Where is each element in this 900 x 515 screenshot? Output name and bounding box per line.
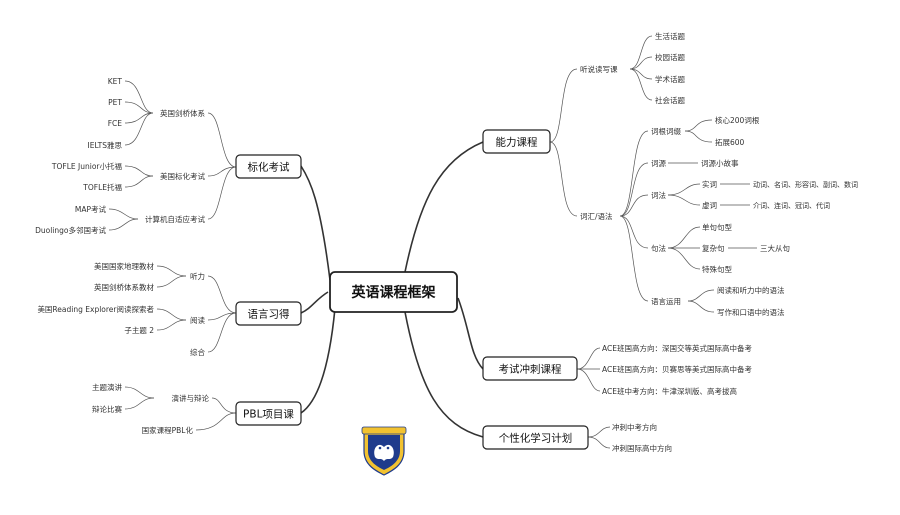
main-edges <box>300 141 484 438</box>
node-uk-cambridge[interactable]: 英国剑桥体系 <box>160 108 205 118</box>
leaf-item[interactable]: 单句句型 <box>702 222 732 232</box>
leaf-item[interactable]: 学术话题 <box>655 74 685 84</box>
leaf-item[interactable]: 生活话题 <box>655 31 685 41</box>
node-language-use[interactable]: 语言运用 <box>651 296 681 306</box>
leaf-item[interactable]: ACE班国高方向：深国交等英式国际高中备考 <box>602 343 752 353</box>
leaf-item[interactable]: 冲刺中考方向 <box>612 422 657 432</box>
leaf-item[interactable]: 三大从句 <box>760 243 790 253</box>
leaf-item[interactable]: 写作和口语中的语法 <box>717 307 785 317</box>
leaf-item[interactable]: 拓展600 <box>715 137 745 147</box>
leaf-item[interactable]: 冲刺国际高中方向 <box>612 443 672 453</box>
node-label: 考试冲刺课程 <box>499 363 562 376</box>
node-vocab-grammar[interactable]: 词汇/语法 <box>580 211 613 221</box>
node-language-acquisition[interactable]: 语言习得 <box>235 301 302 326</box>
leaf-item[interactable]: 美国国家地理教材 <box>94 261 154 271</box>
node-pbl-course[interactable]: PBL项目课 <box>235 401 302 426</box>
node-comprehensive[interactable]: 综合 <box>190 347 205 357</box>
node-label: 标化考试 <box>248 161 290 174</box>
node-label: PBL项目课 <box>243 409 294 421</box>
node-label: 个性化学习计划 <box>499 432 573 445</box>
center-node[interactable]: 英语课程框架 <box>329 271 458 313</box>
node-personal-plan[interactable]: 个性化学习计划 <box>482 425 589 450</box>
node-adaptive-tests[interactable]: 计算机自适应考试 <box>145 214 205 224</box>
node-morphology[interactable]: 词法 <box>651 190 666 200</box>
leaf-item[interactable]: 社会话题 <box>655 95 685 105</box>
leaf-item[interactable]: Duolingo多邻国考试 <box>35 225 106 235</box>
left-edges <box>108 80 237 431</box>
leaf-item[interactable]: 词源小故事 <box>701 158 739 168</box>
leaf-item[interactable]: PET <box>108 98 122 107</box>
node-etymology[interactable]: 词源 <box>651 159 666 168</box>
leaf-item[interactable]: FCE <box>108 119 123 128</box>
node-national-pbl[interactable]: 国家课程PBL化 <box>142 425 194 435</box>
node-label: 能力课程 <box>496 136 538 149</box>
leaf-item[interactable]: 主题演讲 <box>92 382 122 392</box>
school-crest-icon <box>361 426 407 476</box>
leaf-item[interactable]: 阅读和听力中的语法 <box>717 285 785 295</box>
left-labels: 英国剑桥体系 美国标化考试 计算机自适应考试 KET PET FCE IELTS… <box>35 77 209 435</box>
node-content-words[interactable]: 实词 <box>702 179 717 189</box>
node-ability-courses[interactable]: 能力课程 <box>482 129 551 154</box>
leaf-item[interactable]: 校园话题 <box>655 52 685 62</box>
node-reading[interactable]: 阅读 <box>190 315 205 325</box>
right-labels: 听说读写课 词汇/语法 生活话题 校园话题 学术话题 社会话题 词根词缀 词源 … <box>580 31 858 453</box>
node-us-standardized[interactable]: 美国标化考试 <box>160 171 205 181</box>
node-function-words[interactable]: 虚词 <box>702 200 717 210</box>
right-edges <box>549 35 757 449</box>
leaf-item[interactable]: 美国Reading Explorer阅读探索者 <box>37 304 154 314</box>
leaf-item[interactable]: 动词、名词、形容词、副词、数词 <box>753 180 858 189</box>
leaf-item[interactable]: ACE班国高方向：贝赛思等美式国际高中备考 <box>602 364 752 374</box>
node-syntax[interactable]: 句法 <box>651 243 666 253</box>
leaf-item[interactable]: 特殊句型 <box>702 264 732 274</box>
node-roots-affixes[interactable]: 词根词缀 <box>651 126 681 136</box>
leaf-item[interactable]: TOFLE托福 <box>82 182 122 192</box>
node-four-skills[interactable]: 听说读写课 <box>580 64 618 74</box>
leaf-item[interactable]: 核心200词根 <box>715 115 760 125</box>
leaf-item[interactable]: IELTS雅思 <box>88 140 123 150</box>
node-speech-debate[interactable]: 演讲与辩论 <box>172 393 210 403</box>
leaf-item[interactable]: 介词、连词、冠词、代词 <box>753 201 830 210</box>
node-exam-sprint[interactable]: 考试冲刺课程 <box>482 356 578 381</box>
leaf-item[interactable]: 辩论比赛 <box>92 404 122 414</box>
leaf-item[interactable]: KET <box>108 77 123 86</box>
node-listening[interactable]: 听力 <box>190 271 205 281</box>
leaf-item[interactable]: 子主题 2 <box>124 325 154 335</box>
leaf-item[interactable]: 英国剑桥体系教材 <box>94 282 154 292</box>
leaf-item[interactable]: TOFLE Junior小托福 <box>51 161 123 171</box>
center-label: 英语课程框架 <box>351 284 436 301</box>
leaf-item[interactable]: ACE班中考方向：牛津深圳版、高考拔高 <box>602 386 737 396</box>
leaf-item[interactable]: MAP考试 <box>75 204 107 214</box>
node-standardized-tests[interactable]: 标化考试 <box>235 154 302 179</box>
leaf-item[interactable]: 复杂句 <box>702 243 725 253</box>
node-label: 语言习得 <box>248 308 290 321</box>
